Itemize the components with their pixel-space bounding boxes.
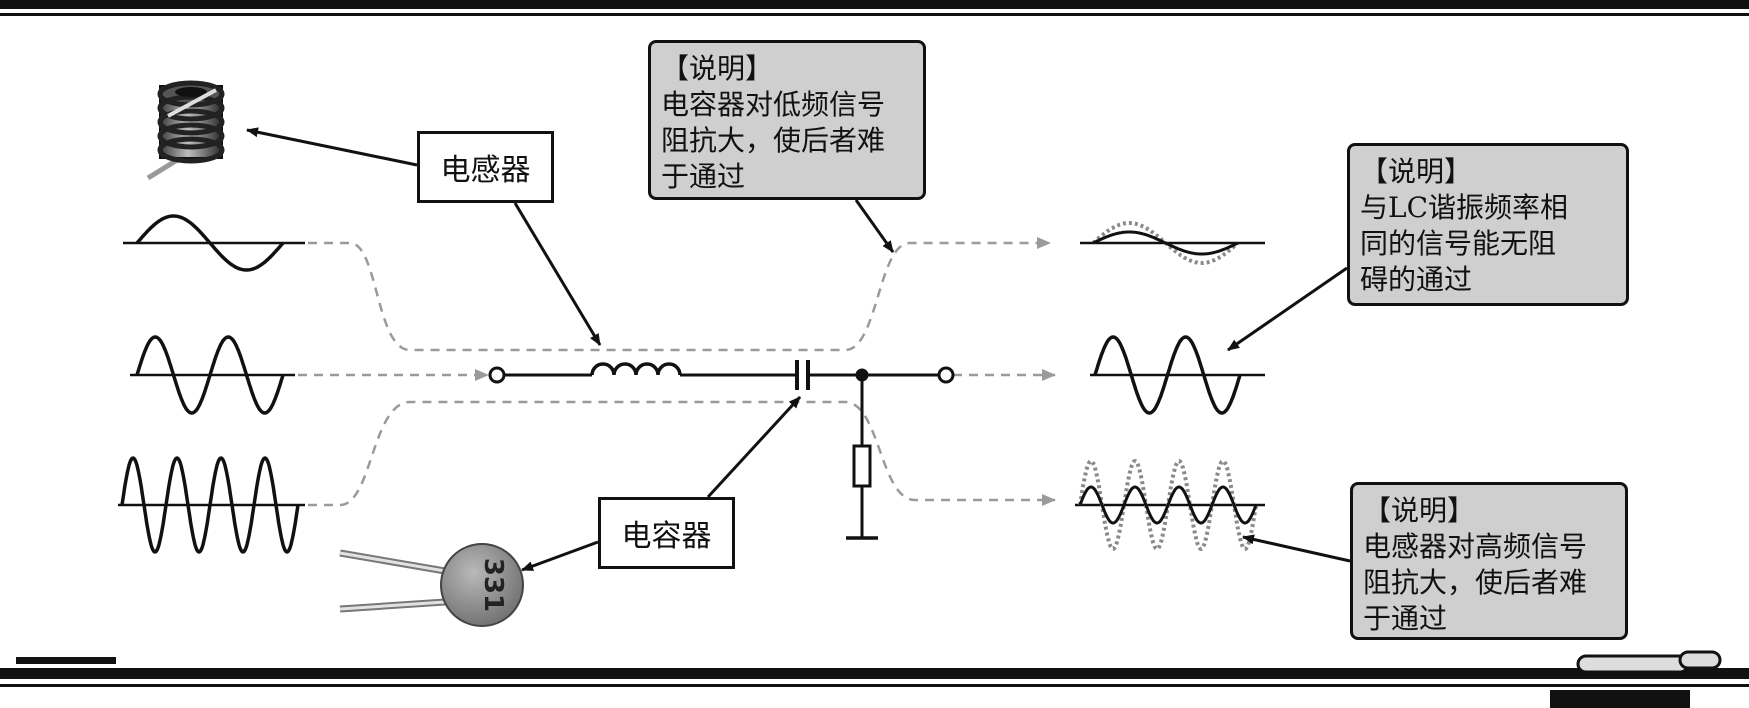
low-freq-path: [308, 237, 1051, 352]
note-resonant-line-2: 同的信号能无阻: [1360, 227, 1557, 260]
arrow-high-freq-note: [1242, 534, 1351, 563]
top-border: [0, 0, 1749, 9]
input-wave-mid: [135, 335, 285, 415]
high-freq-path: [308, 400, 1056, 507]
inductor-coil-photo: [146, 80, 225, 181]
note-low-freq-line-1: 电容器对低频信号: [661, 88, 886, 121]
arrow-to-capacitor-photo: [521, 540, 599, 572]
bottom-corner-block: [1550, 690, 1690, 708]
arrow-to-inductor-symbol: [513, 202, 602, 346]
callout-arrows: [246, 127, 1351, 572]
note-high-freq-line-3: 于通过: [1363, 602, 1448, 635]
arrow-to-capacitor-symbol: [706, 395, 802, 499]
capacitor-label-text: 电容器: [621, 519, 712, 554]
note-low-freq-title: 【说明】: [661, 52, 774, 85]
bottom-border: [0, 668, 1749, 679]
input-waves: [118, 214, 305, 554]
input-wave-high: [120, 456, 300, 554]
note-high-freq-line-2: 阻抗大，使后者难: [1363, 566, 1588, 599]
inductor-label: 电感器: [417, 131, 554, 203]
output-wave-low-attenuated: [1092, 230, 1239, 256]
note-high-freq: 【说明】 电感器对高频信号 阻抗大，使后者难 于通过: [1350, 482, 1628, 640]
note-low-freq-line-3: 于通过: [661, 160, 746, 193]
output-terminal: [937, 366, 955, 384]
capacitor-marking: 331: [478, 558, 508, 612]
signal-paths: [298, 237, 1056, 507]
note-resonant: 【说明】 与LC谐振频率相 同的信号能无阻 碍的通过: [1347, 143, 1629, 306]
resistor-symbol: [852, 444, 872, 488]
output-wave-high-attenuated: [1078, 485, 1258, 525]
inductor-symbol: [590, 362, 682, 376]
note-low-freq-line-2: 阻抗大，使后者难: [661, 124, 886, 157]
arrow-low-freq-note: [854, 199, 895, 253]
inductor-label-text: 电感器: [440, 153, 531, 188]
top-border-thin: [0, 13, 1749, 16]
input-wave-low: [135, 214, 285, 272]
note-resonant-line-3: 碍的通过: [1360, 263, 1473, 296]
bottom-border-thin: [0, 684, 1749, 687]
bottom-border-short: [16, 657, 116, 664]
note-high-freq-line-1: 电感器对高频信号: [1363, 530, 1588, 563]
arrow-resonant-note: [1227, 266, 1348, 352]
corner-decoration: [1576, 650, 1722, 674]
note-resonant-line-1: 与LC谐振频率相: [1360, 191, 1569, 224]
output-waves: [1075, 221, 1265, 551]
ceramic-capacitor-photo: 331: [339, 543, 524, 627]
note-low-freq: 【说明】 电容器对低频信号 阻抗大，使后者难 于通过: [648, 40, 926, 200]
note-resonant-title: 【说明】: [1360, 155, 1473, 188]
capacitor-label: 电容器: [598, 497, 735, 569]
arrow-to-inductor-photo: [246, 127, 418, 167]
input-terminal: [488, 366, 506, 384]
output-wave-resonant: [1093, 335, 1242, 415]
note-high-freq-title: 【说明】: [1363, 494, 1476, 527]
lc-circuit: [488, 360, 955, 540]
